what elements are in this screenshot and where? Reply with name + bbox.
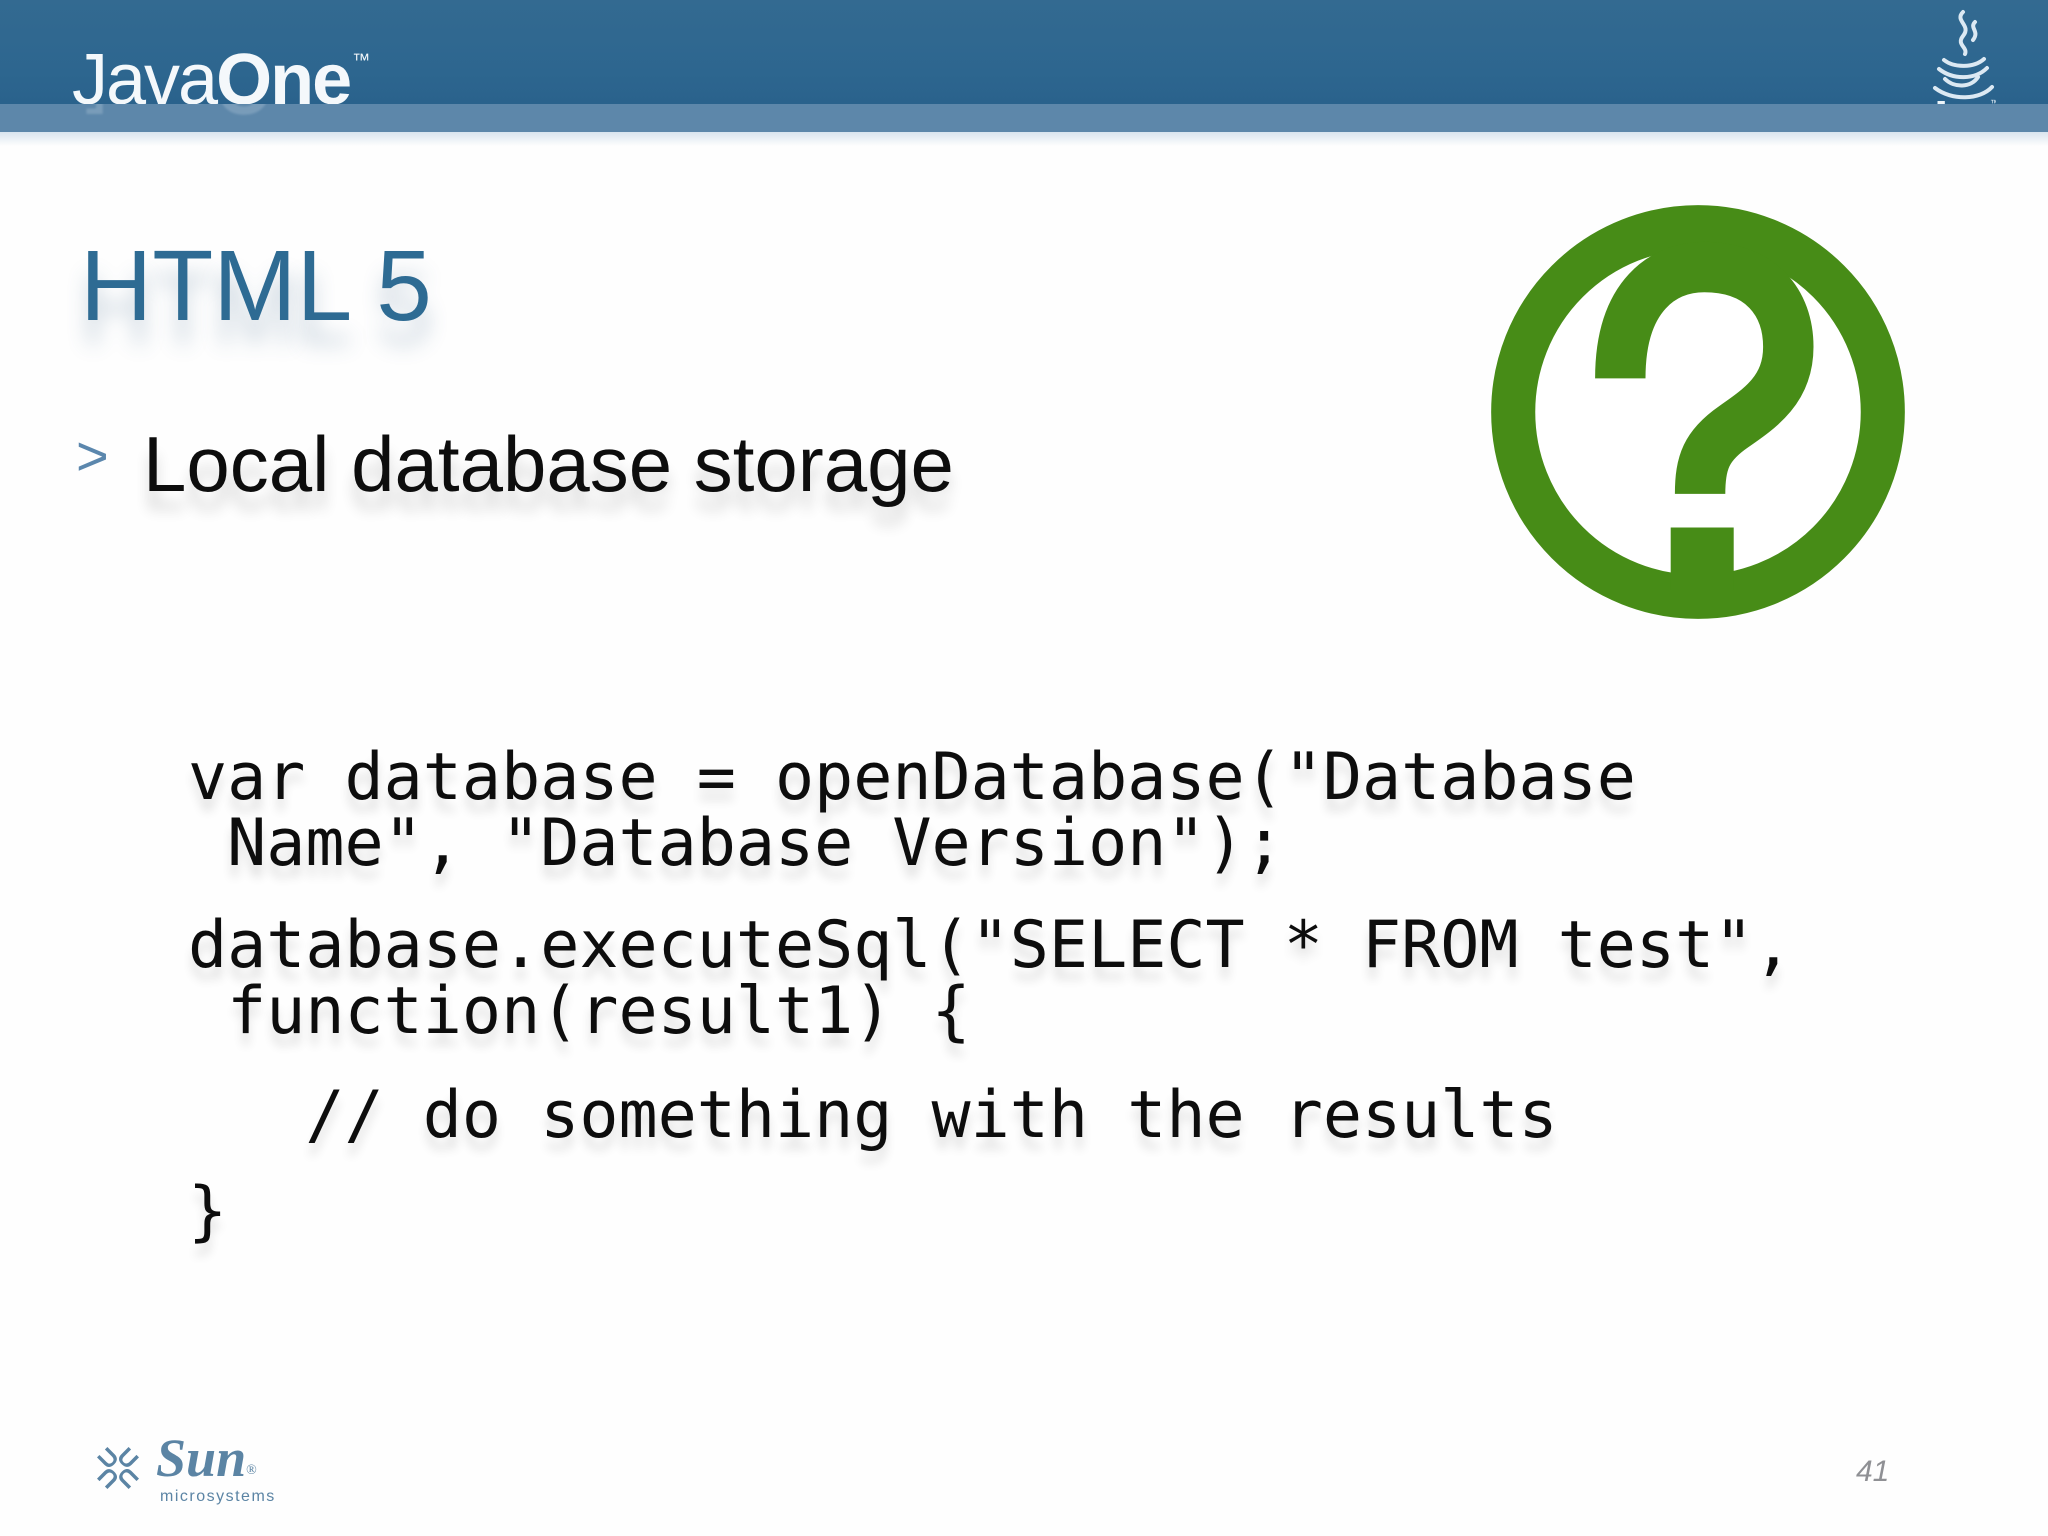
sun-logo-name: Sun® bbox=[156, 1428, 257, 1488]
steam-line-small-icon bbox=[1971, 20, 1978, 42]
javaone-trademark: ™ bbox=[352, 50, 371, 70]
steam-line-icon bbox=[1958, 10, 1968, 56]
code-line: Name", "Database Version"); bbox=[188, 806, 1284, 881]
java-badge-trademark: ™ bbox=[1990, 98, 1996, 108]
code-line: // do something with the results bbox=[188, 1078, 1558, 1153]
bullet-text: Local database storage bbox=[143, 420, 954, 508]
code-line: database.executeSql("SELECT * FROM test"… bbox=[188, 908, 1793, 983]
header-accent-band: JavaOne bbox=[0, 104, 2048, 132]
code-line: } bbox=[188, 1174, 228, 1249]
code-statement-1: var database = openDatabase("Database Na… bbox=[188, 745, 1792, 877]
sun-registered-mark: ® bbox=[246, 1463, 257, 1478]
sun-logo-subtitle: microsystems bbox=[160, 1488, 276, 1505]
code-closing-brace: } bbox=[188, 1179, 1792, 1245]
javaone-logo-reflection: JavaOne bbox=[72, 104, 350, 130]
sun-microsystems-logo: U U U U Sun® microsystems bbox=[84, 1428, 404, 1520]
sun-logo-mark-icon: U U U U bbox=[93, 1443, 143, 1493]
header-fade bbox=[0, 132, 2048, 146]
page-number: 41 bbox=[1856, 1455, 1890, 1488]
code-comment: // do something with the results bbox=[188, 1083, 1792, 1149]
code-line: function(result1) { bbox=[188, 974, 971, 1049]
code-statement-2: database.executeSql("SELECT * FROM test"… bbox=[188, 913, 1792, 1045]
question-circle-icon bbox=[1491, 205, 1905, 619]
code-block: var database = openDatabase("Database Na… bbox=[188, 745, 1792, 1245]
code-line: var database = openDatabase("Database bbox=[188, 740, 1636, 815]
slide-title: HTML 5 bbox=[80, 230, 432, 342]
bullet-arrow-icon: > bbox=[76, 424, 109, 487]
